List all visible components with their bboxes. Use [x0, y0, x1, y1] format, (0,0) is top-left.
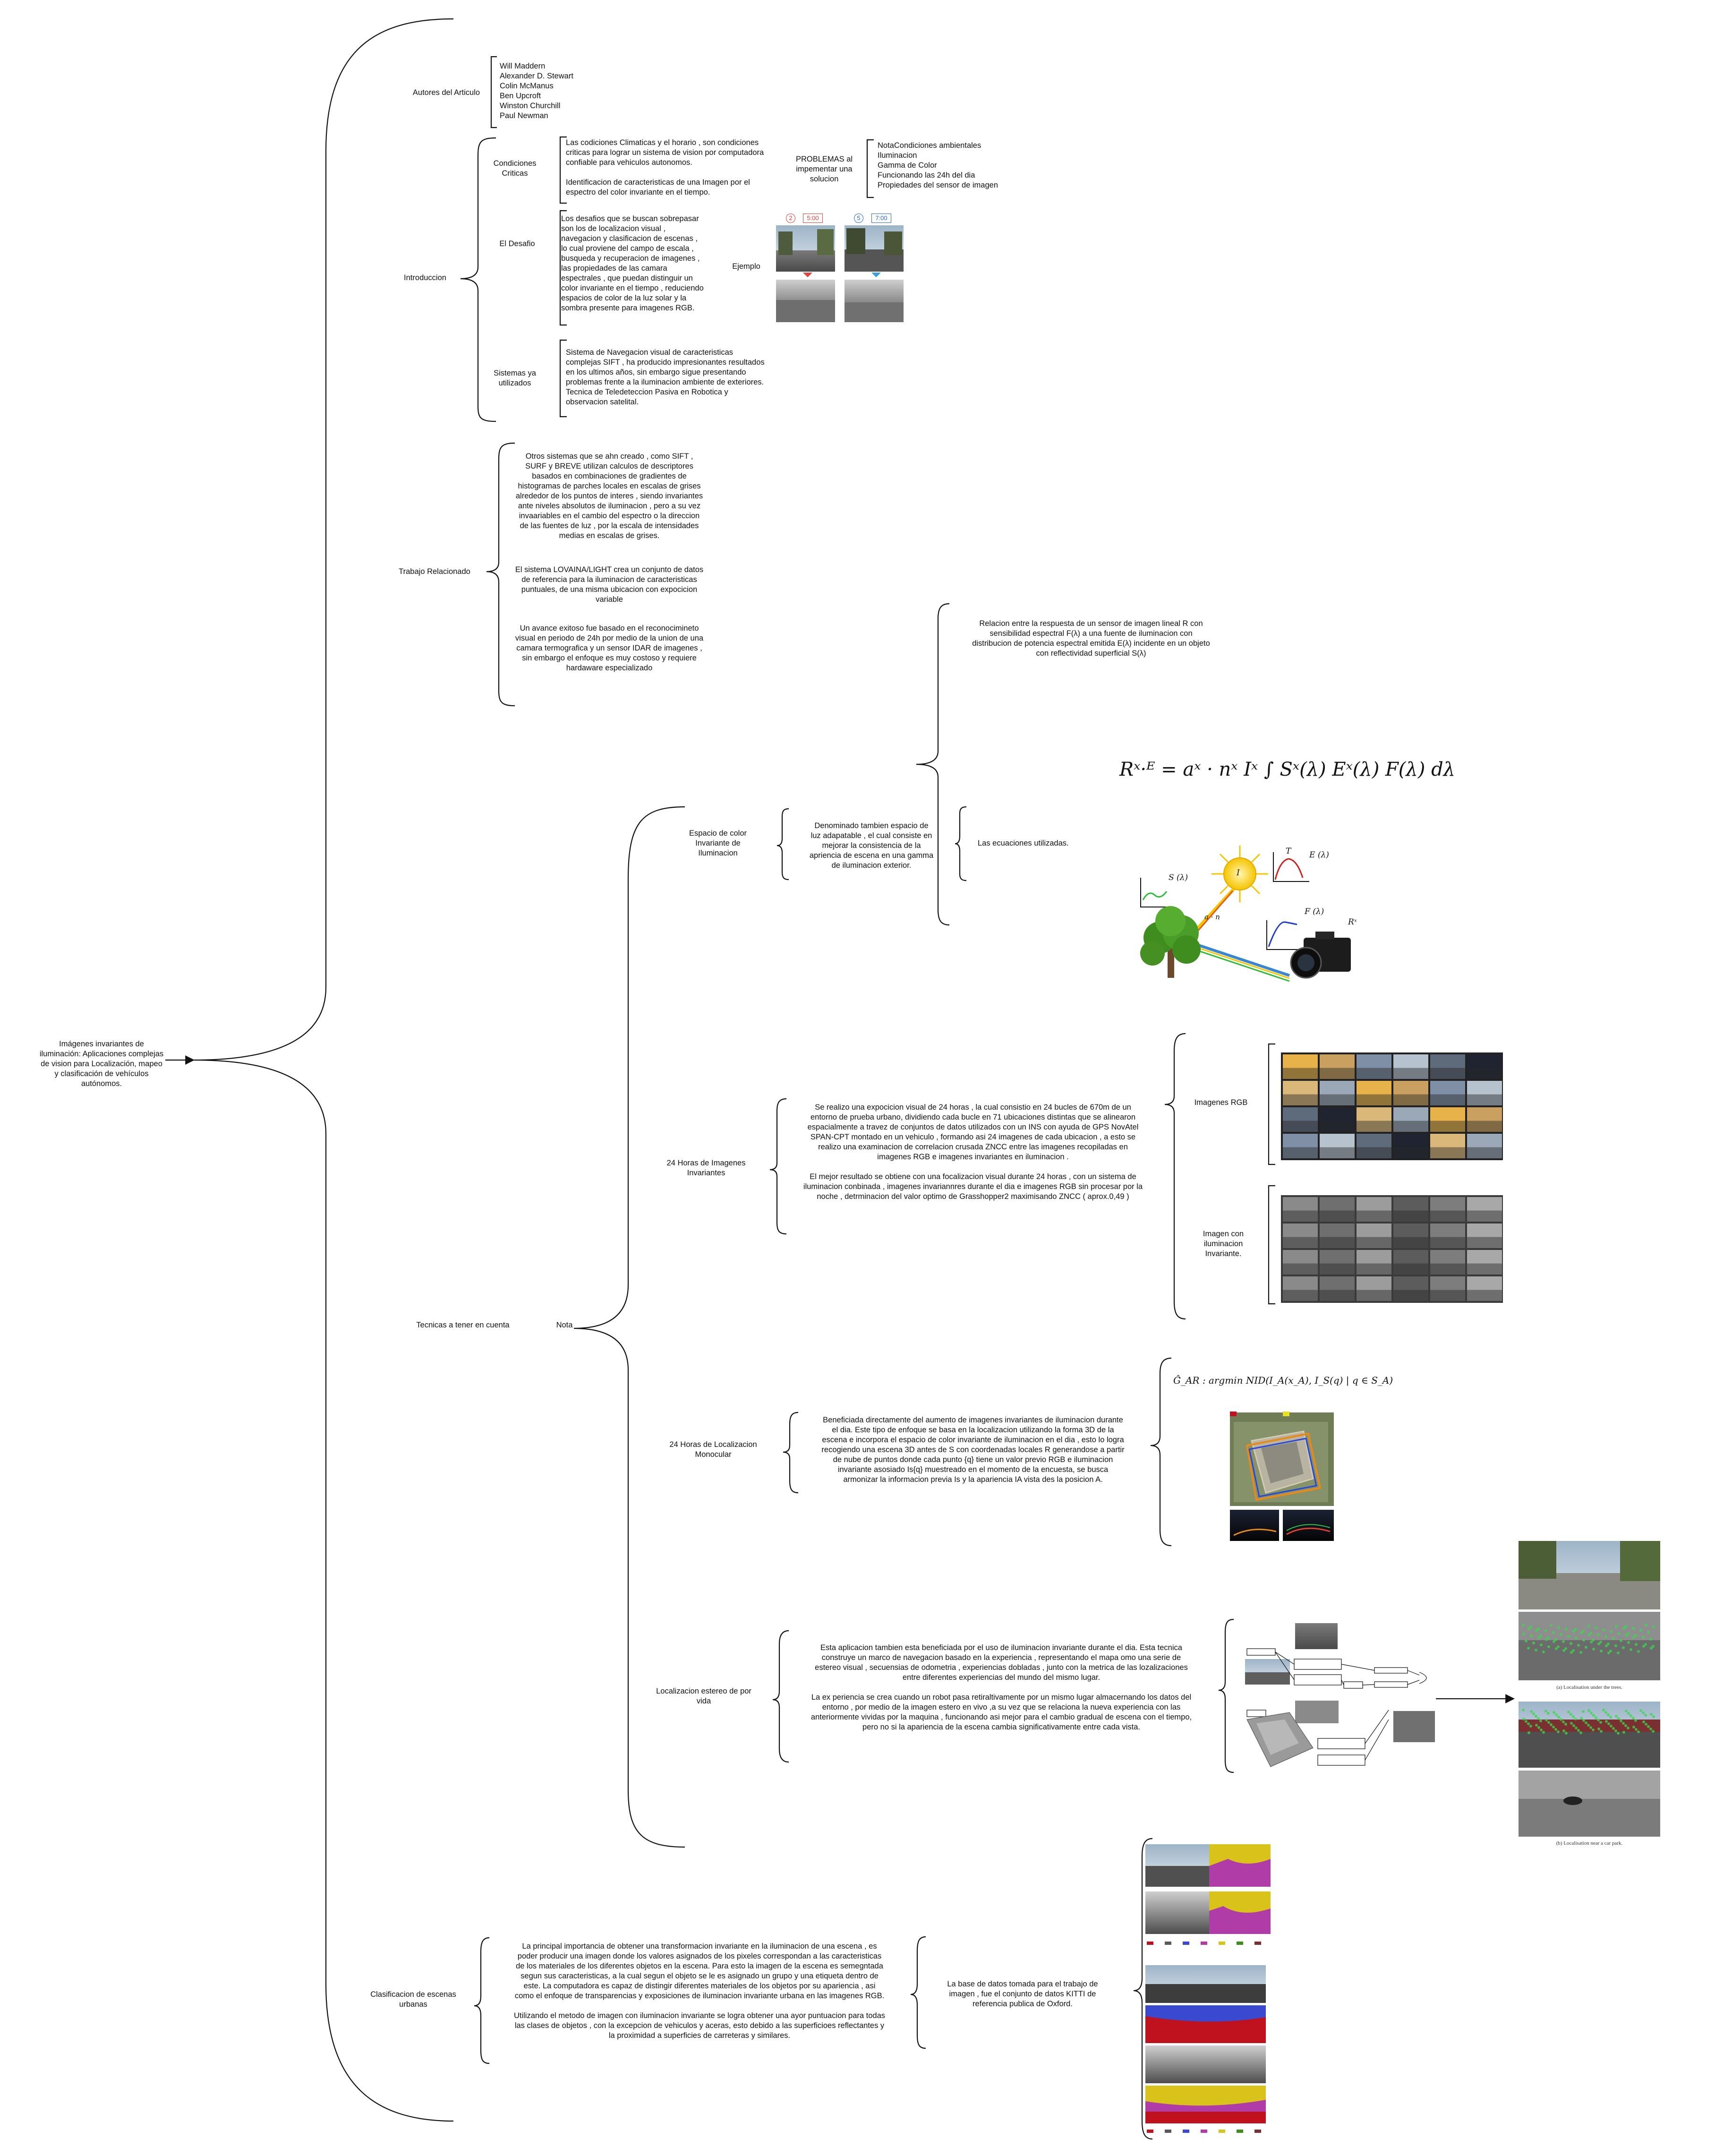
- images24-label: 24 Horas de Imagenes Invariantes: [666, 1159, 746, 1177]
- diagram-label-e: E (λ): [1309, 850, 1329, 860]
- related-text-2: El sistema LOVAINA/LIGHT crea un conjunt…: [515, 565, 704, 604]
- diagram-label-i: I: [1237, 868, 1240, 878]
- invariant-images-label: Imagen con iluminacion Invariante.: [1203, 1230, 1244, 1258]
- systems-label: Sistemas ya utilizados: [494, 369, 536, 387]
- illumination-diagram: [1140, 846, 1351, 982]
- stereo-pipeline-figure: [1245, 1623, 1435, 1767]
- diagram-label-r: Rˣ: [1348, 917, 1357, 927]
- example-images: [776, 225, 904, 322]
- color-space-label: Espacio de color Invariante de Iluminaci…: [689, 829, 747, 857]
- authors-label: Autores del Articulo: [412, 88, 480, 97]
- diagram-label-f: F (λ): [1305, 907, 1324, 916]
- root-title: Imágenes invariantes de iluminación: Apl…: [39, 1040, 164, 1088]
- conditions-text: Las codiciones Climaticas y el horario ,…: [566, 138, 764, 197]
- segmentation-figure: [1145, 1844, 1271, 2133]
- rgb-image-grid: [1281, 1052, 1503, 1160]
- example-badge-4: 7:00: [871, 214, 891, 223]
- monocular-map-figure: [1230, 1412, 1334, 1541]
- diagram-label-s: S (λ): [1169, 873, 1188, 882]
- monocular-formula: Ĝ_AR : argmin NID(I_A(x_A), I_S(q) | q ∈…: [1173, 1375, 1393, 1386]
- relation-text: Relacion entre la respuesta de un sensor…: [972, 619, 1210, 658]
- challenge-text: Los desafios que se buscan sobrepasar so…: [561, 214, 704, 312]
- monocular-label: 24 Horas de Localizacion Monocular: [669, 1440, 757, 1459]
- example-badge-2: 5:00: [803, 214, 823, 223]
- rgb-images-label: Imagenes RGB: [1194, 1098, 1248, 1107]
- techniques-nota: Nota: [556, 1321, 573, 1329]
- example-badge-3: 5: [854, 214, 863, 223]
- classification-text: La principal importancia de obtener una …: [513, 1942, 886, 2040]
- techniques-label: Tecnicas a tener en cuenta: [416, 1321, 510, 1329]
- monocular-text: Beneficiada directamente del aumento de …: [821, 1416, 1125, 1484]
- problems-label: PROBLEMAS al impementar una solucion: [795, 155, 853, 183]
- stereo-text: Esta aplicacion tambien esta beneficiada…: [811, 1643, 1192, 1731]
- conditions-label: Condiciones Criticas: [493, 159, 537, 178]
- related-label: Trabajo Relacionado: [399, 567, 470, 576]
- stereo-label: Localizacion estereo de por vida: [656, 1687, 751, 1705]
- diagram-label-t: T: [1286, 847, 1291, 856]
- example-badge-1: 2: [786, 214, 795, 223]
- related-text-3: Un avance exitoso fue basado en el recon…: [515, 624, 704, 672]
- equations-label: Las ecuaciones utilizadas.: [978, 839, 1069, 847]
- localisation-figure: [1519, 1541, 1660, 1837]
- illumination-equation: Rˣ·ᴱ = aˣ · nˣ Iˣ ∫ Sˣ(λ) Eˣ(λ) F(λ) dλ: [1119, 759, 1456, 780]
- intro-label: Introduccion: [404, 274, 446, 282]
- caption-localisation-a: (a) Localisation under the trees.: [1556, 1685, 1622, 1690]
- related-text-1: Otros sistemas que se ahn creado , como …: [515, 452, 703, 540]
- classification-label: Clasificacion de escenas urbanas: [370, 1990, 456, 2009]
- images24-text: Se realizo una expocicion visual de 24 h…: [803, 1103, 1143, 1201]
- problems-list: NotaCondiciones ambientales Iluminacion …: [878, 141, 998, 189]
- caption-localisation-b: (b) Localisation near a car park.: [1556, 1840, 1623, 1846]
- authors-list: Will Maddern Alexander D. Stewart Colin …: [500, 62, 573, 120]
- color-space-text: Denominado tambien espacio de luz adapat…: [809, 821, 934, 870]
- diagram-label-an: a · n: [1204, 913, 1220, 921]
- example-label: Ejemplo: [732, 262, 760, 271]
- invariant-image-grid: [1281, 1195, 1503, 1303]
- dataset-text: La base de datos tomada para el trabajo …: [947, 1980, 1098, 2008]
- challenge-label: El Desafio: [499, 240, 535, 248]
- systems-text: Sistema de Navegacion visual de caracter…: [566, 348, 765, 406]
